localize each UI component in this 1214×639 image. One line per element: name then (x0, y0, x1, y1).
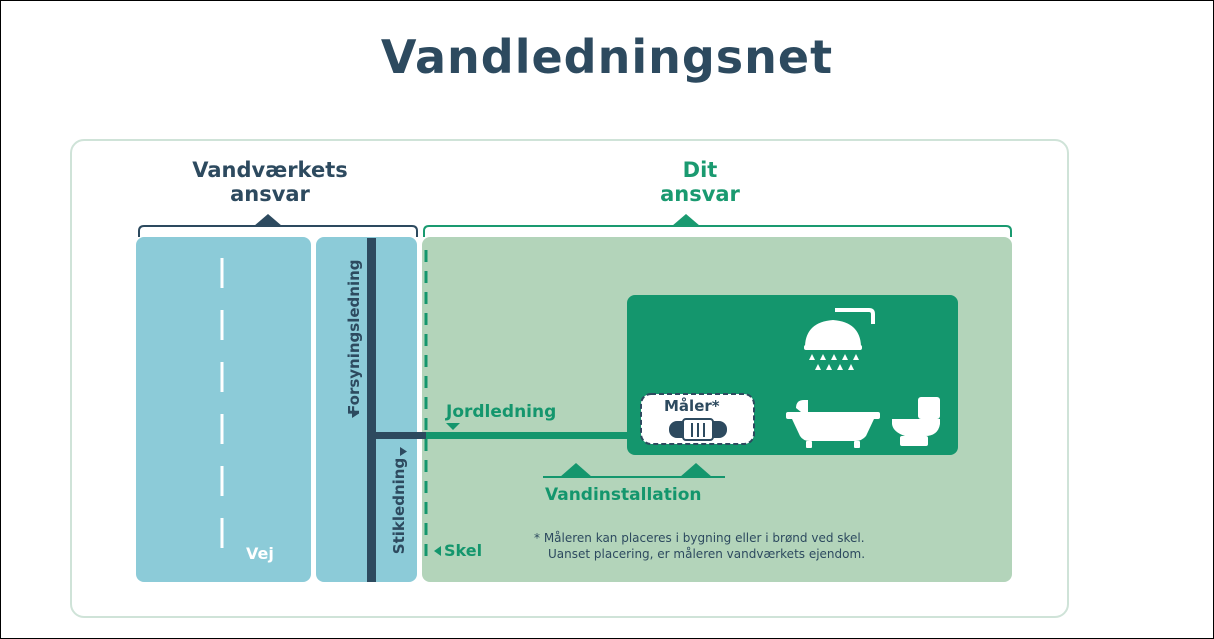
road-label: Vej (246, 544, 274, 563)
page-title: Vandledningsnet (380, 30, 834, 84)
installation-label: Vandinstallation (545, 485, 702, 505)
supply-pipe (367, 238, 376, 582)
water-meter-icon (640, 393, 755, 445)
supply-strip-area (316, 237, 417, 582)
waterworks-responsibility-line1: Vandværkets (192, 158, 348, 182)
waterworks-responsibility-label: Vandværkets ansvar (150, 158, 390, 206)
service-pipe-marker (400, 447, 407, 456)
waterworks-brace-tip (254, 214, 282, 226)
your-responsibility-line2: ansvar (660, 182, 740, 206)
your-responsibility-label: Dit ansvar (570, 158, 830, 206)
installation-tip-right (680, 463, 712, 477)
toilet-icon (892, 397, 940, 446)
installation-tip-left (560, 463, 592, 477)
owner-brace-tip (672, 214, 700, 226)
footnote-line2: Uanset placering, er måleren vandværkets… (548, 547, 866, 561)
meter-label: Måler* (664, 397, 720, 415)
ground-pipe-marker (446, 423, 460, 430)
service-pipe (376, 432, 426, 439)
footnote: * Måleren kan placeres i bygning eller i… (534, 530, 865, 562)
service-pipe-label: Stikledning (390, 457, 408, 555)
ground-pipe (426, 432, 631, 439)
bathtub-icon (786, 400, 880, 448)
waterworks-brace (138, 225, 418, 237)
boundary-label: Skel (444, 541, 483, 560)
shower-icon (804, 308, 875, 370)
your-responsibility-line1: Dit (682, 158, 718, 182)
supply-pipe-marker (352, 409, 359, 418)
waterworks-responsibility-line2: ansvar (230, 182, 310, 206)
boundary-marker (434, 546, 441, 556)
supply-pipe-label: Forsyningsledning (345, 259, 363, 415)
owner-brace (423, 225, 1012, 237)
ground-pipe-label: Jordledning (446, 402, 557, 422)
footnote-line1: * Måleren kan placeres i bygning eller i… (534, 531, 865, 545)
